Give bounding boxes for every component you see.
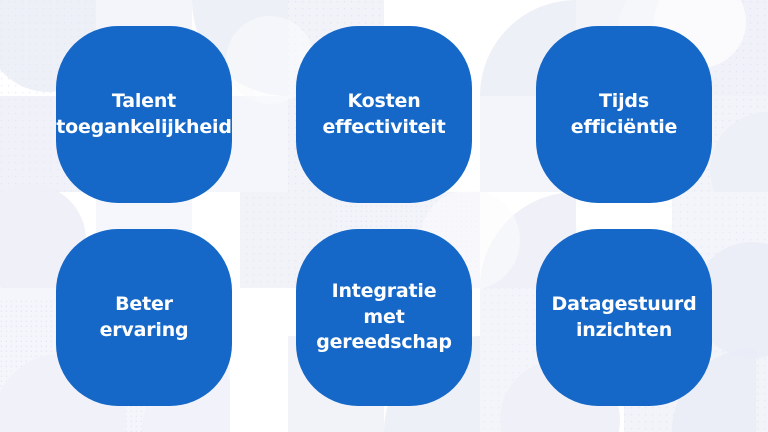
benefit-card-tijds-efficientie[interactable]: Tijds efficiëntie bbox=[536, 26, 712, 203]
benefit-card-label: Kosten effectiviteit bbox=[322, 89, 446, 138]
benefit-card-talent-toegankelijkheid[interactable]: Talent toegankelijkheid bbox=[56, 26, 232, 203]
benefit-card-label: Tijds efficiëntie bbox=[570, 89, 678, 138]
benefit-card-kosten-effectiviteit[interactable]: Kosten effectiviteit bbox=[296, 26, 472, 203]
benefit-card-label: Beter ervaring bbox=[99, 292, 189, 341]
benefit-card-beter-ervaring[interactable]: Beter ervaring bbox=[56, 229, 232, 406]
benefit-card-label: Integratie met gereedschap bbox=[316, 280, 452, 354]
benefit-card-integratie-met-gereedschap[interactable]: Integratie met gereedschap bbox=[296, 229, 472, 406]
benefit-card-datagestuurd-inzichten[interactable]: Datagestuurd inzichten bbox=[536, 229, 712, 406]
benefit-card-label: Datagestuurd inzichten bbox=[551, 292, 697, 341]
benefit-card-label: Talent toegankelijkheid bbox=[56, 89, 232, 138]
